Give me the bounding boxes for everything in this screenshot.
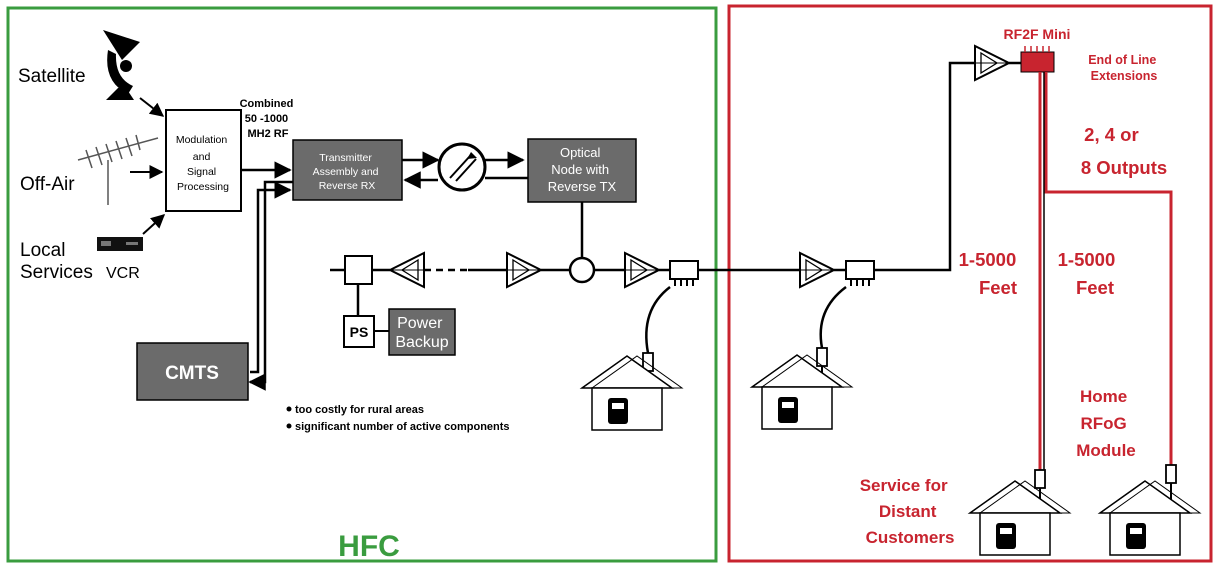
amplifier-4 <box>799 252 835 288</box>
house-distant-2 <box>1099 480 1201 556</box>
modulation-label-3: Signal <box>187 166 216 178</box>
power-inserter-box <box>344 255 373 285</box>
distance-left-label-1: 1-5000 <box>959 249 1017 270</box>
vcr-arrow <box>142 214 166 235</box>
optical-node-label-1: Optical <box>560 145 601 160</box>
satellite-dish-icon <box>103 30 140 100</box>
modulation-label-4: Processing <box>177 181 229 193</box>
return-line-upper <box>248 180 293 391</box>
home-module-label-2: RFoG <box>1080 414 1126 433</box>
house-distant-1 <box>969 480 1071 556</box>
amplifier-5 <box>974 45 1010 81</box>
svg-text:2, 4 or 8 Outputs: 2, 4 or 8 Outputs <box>1081 124 1167 178</box>
return-line-lower <box>250 181 292 374</box>
svg-text:End of Line Extensions: End of Line Extensions <box>1088 53 1160 83</box>
rfog-module-connector-1 <box>1034 469 1046 489</box>
svg-text:Modulation and Signal: Modulation and Signal Processing <box>176 134 230 193</box>
svg-text:Combined 50 -1000 MH2: Combined 50 -1000 MH2 RF <box>240 98 297 140</box>
optical-node-label-3: Reverse TX <box>548 179 617 194</box>
svg-text:1-5000 Feet: 1-5000 Feet <box>1058 249 1121 298</box>
power-backup-label-1: Power <box>397 315 443 332</box>
source-services-label: Services <box>20 262 93 283</box>
amplifier-3 <box>624 252 660 288</box>
distance-left-label-2: Feet <box>979 277 1017 298</box>
svg-text:Home RFoG Module: Home RFoG Module <box>1076 387 1136 460</box>
note-1: too costly for rural areas <box>295 404 424 416</box>
notes-list: too costly for rural areas significant n… <box>286 404 510 433</box>
rfog-region <box>727 4 1213 563</box>
node-splitter <box>568 256 596 284</box>
svg-text:Transmitter Assembly and: Transmitter Assembly and Reverse RX <box>313 152 382 192</box>
note-2: significant number of active components <box>295 421 510 433</box>
transmitter-box <box>292 139 403 201</box>
svg-text:Service for Distant Cu: Service for Distant Customers <box>860 476 955 547</box>
power-backup-box <box>388 308 456 356</box>
cmts-label: CMTS <box>165 363 219 384</box>
house-hfc <box>581 355 683 431</box>
rf2f-mini-label: RF2F Mini <box>1004 26 1071 42</box>
rf2f-mini-box <box>1020 51 1055 73</box>
transmitter-label-1: Transmitter <box>319 152 372 164</box>
source-off-air-label: Off-Air <box>20 174 75 195</box>
hfc-region <box>6 6 718 563</box>
modulation-label-1: Modulation <box>176 134 228 146</box>
svg-text:Power Backup: Power Backup <box>395 315 448 351</box>
home-module-label-1: Home <box>1080 387 1127 406</box>
tap-hfc <box>669 260 699 287</box>
rfog-module-connector-2 <box>1165 464 1177 484</box>
service-label-3: Customers <box>866 528 955 547</box>
service-label-2: Distant <box>879 502 937 521</box>
vcr-icon <box>97 237 143 251</box>
svg-text:1-5000 Feet: 1-5000 Feet <box>959 249 1022 298</box>
svg-text:Optical Node with Reve: Optical Node with Reverse TX <box>548 145 617 194</box>
modulation-label-2: and <box>193 151 211 163</box>
optical-coupler-icon <box>437 142 487 192</box>
outputs-label-2: 8 Outputs <box>1081 157 1167 178</box>
trunk-to-rf2f <box>874 61 975 272</box>
satellite-arrow <box>139 97 165 117</box>
distance-right-label-2: Feet <box>1076 277 1114 298</box>
house-rfog-tap <box>751 354 853 430</box>
hfc-title: HFC <box>338 530 400 563</box>
hfc-drop-cable <box>645 286 671 354</box>
source-vcr-label: VCR <box>106 265 140 282</box>
rfog-drop-cable <box>819 285 847 349</box>
amplifier-1 <box>389 252 425 288</box>
combined-label-3: MH2 RF <box>248 128 289 140</box>
source-satellite-label: Satellite <box>18 66 86 87</box>
home-module-label-3: Module <box>1076 441 1136 460</box>
amplifier-2 <box>506 252 542 288</box>
combined-label-1: Combined <box>240 98 294 110</box>
outputs-label-1: 2, 4 or <box>1084 124 1139 145</box>
service-label-1: Service for <box>860 476 948 495</box>
end-of-line-label-2: Extensions <box>1091 69 1158 83</box>
rf2f-output-2 <box>1044 72 1173 465</box>
power-backup-label-2: Backup <box>395 334 448 351</box>
cmts-box <box>136 342 249 401</box>
optical-node-label-2: Node with <box>551 162 609 177</box>
combined-label-2: 50 -1000 <box>245 113 288 125</box>
transmitter-label-3: Reverse RX <box>319 180 376 192</box>
tap-rfog <box>845 260 875 287</box>
ps-label: PS <box>350 324 369 340</box>
modulation-box <box>165 109 242 212</box>
transmitter-label-2: Assembly and <box>313 166 379 178</box>
end-of-line-label-1: End of Line <box>1088 53 1156 67</box>
source-local-label: Local <box>20 240 65 261</box>
antenna-icon <box>77 134 159 205</box>
optical-node-box <box>527 138 637 203</box>
distance-right-label-1: 1-5000 <box>1058 249 1116 270</box>
